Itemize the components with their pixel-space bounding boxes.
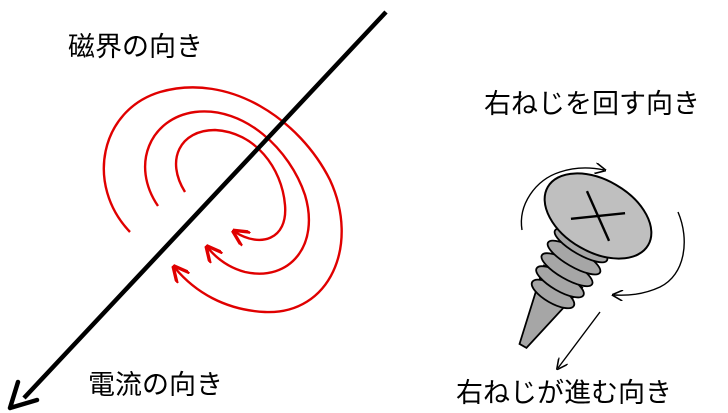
screw-cross-slot [570,190,626,242]
field-loop-outer [102,86,343,314]
current-direction-label: 電流の向き [88,370,223,401]
field-loop-middle [143,110,311,275]
screw-illustration [518,172,653,350]
rotation-arrow-upper [520,168,604,231]
field-loop-inner [174,128,287,240]
screw-advance-label: 右ねじが進む向き [456,378,672,409]
screw-advance-arrow [558,311,601,368]
magnetic-field-loops [102,86,343,314]
current-wire [7,10,388,411]
screw-turn-label: 右ねじを回す向き [484,89,700,120]
screw-rotation-arrows [520,168,685,295]
current-arrowhead [7,379,40,411]
rotation-arrow-lower [614,211,685,295]
magnetic-field-label: 磁界の向き [68,32,203,63]
